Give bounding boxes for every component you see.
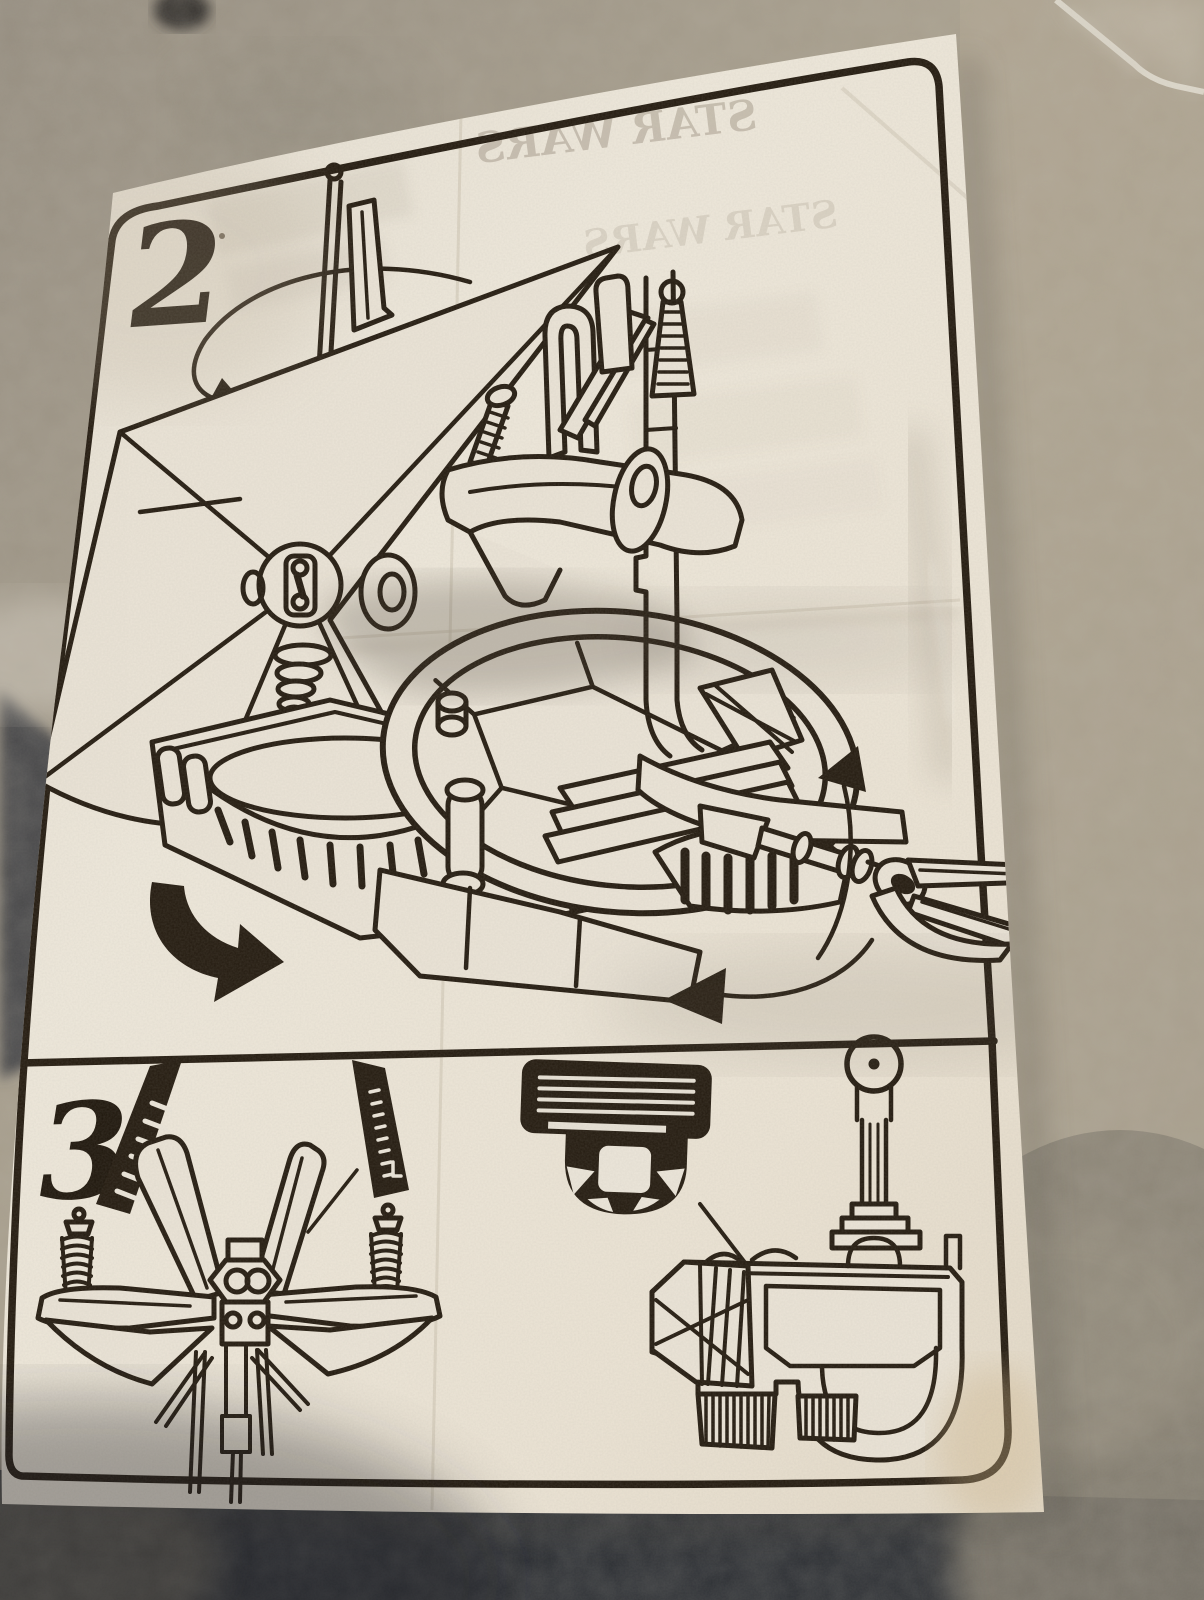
vignette — [0, 1400, 500, 1600]
